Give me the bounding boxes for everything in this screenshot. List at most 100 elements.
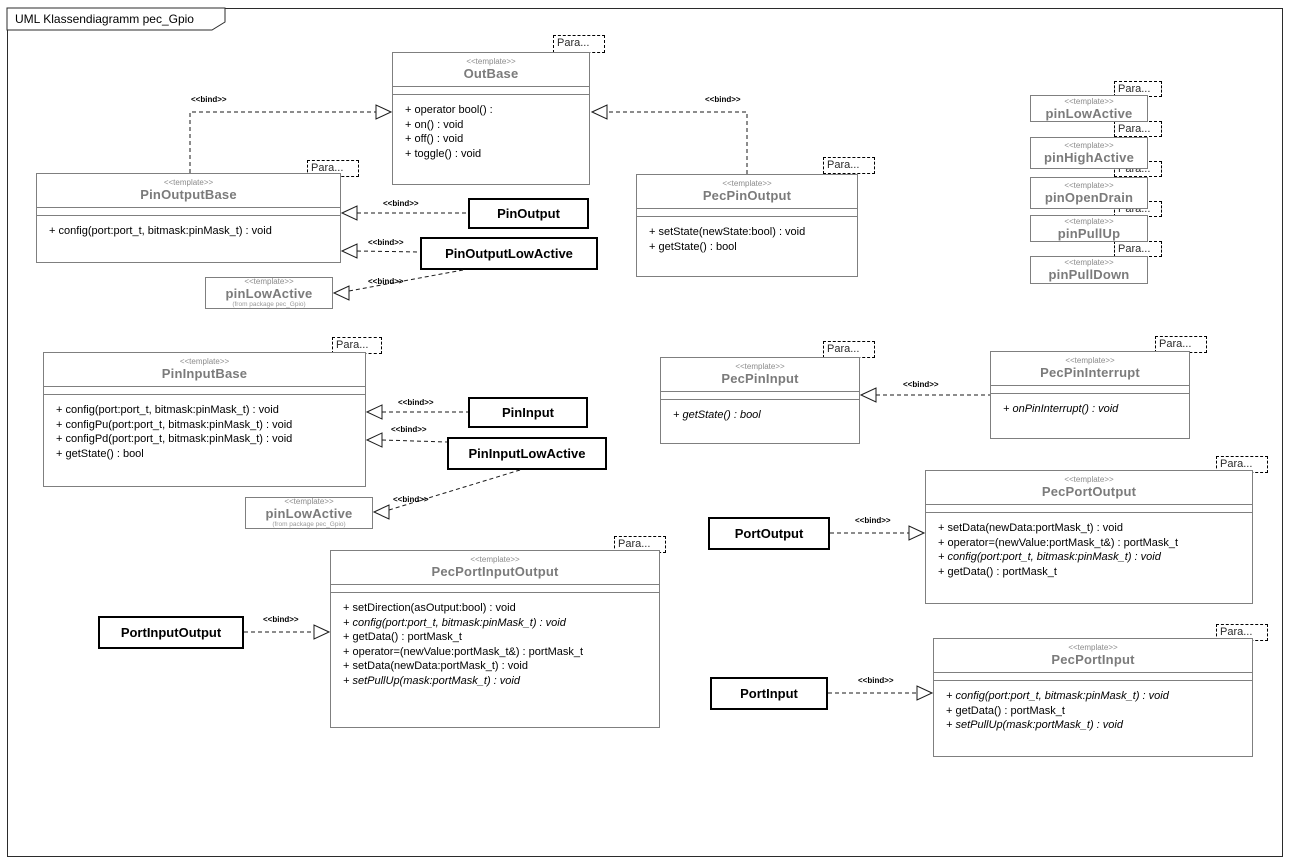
class-name: PinOutputLowActive	[445, 246, 573, 261]
class-pinhighactive[interactable]: <<template>> pinHighActive	[1030, 137, 1148, 169]
class-header: <<template>> PecPinInterrupt	[991, 352, 1189, 386]
class-pininputlowactive[interactable]: PinInputLowActive	[447, 437, 607, 470]
class-name: pinOpenDrain	[1044, 190, 1134, 205]
class-pinlowactive[interactable]: <<template>> pinLowActive	[1030, 95, 1148, 122]
method: + onPinInterrupt() : void	[1003, 403, 1119, 415]
class-name: pinLowActive	[265, 506, 353, 521]
attributes-compartment	[331, 585, 659, 593]
template-param-box[interactable]: Para...	[332, 337, 382, 354]
template-param-box[interactable]: Para...	[1114, 241, 1162, 257]
stereotype-label: <<template>>	[1064, 258, 1114, 267]
class-pecpinoutput[interactable]: <<template>> PecPinOutput + setState(new…	[636, 174, 858, 277]
class-pinlowactive-in[interactable]: <<template>> pinLowActive (from package …	[245, 497, 373, 529]
template-param-box[interactable]: Para...	[823, 341, 875, 358]
class-pinoutputbase[interactable]: <<template>> PinOutputBase + config(port…	[36, 173, 341, 263]
bind-label: <<bind>>	[368, 277, 404, 286]
methods-compartment: + setData(newData:portMask_t) : void + o…	[926, 513, 1252, 579]
template-param-box[interactable]: Para...	[553, 35, 605, 53]
bind-connector-pinoutputbase-outbase[interactable]	[189, 111, 376, 173]
method: + off() : void	[405, 133, 464, 145]
class-header: <<template>> OutBase	[393, 53, 589, 87]
template-param-box[interactable]: Para...	[823, 157, 875, 174]
class-pinoutputlowactive[interactable]: PinOutputLowActive	[420, 237, 598, 270]
class-pinlowactive-out[interactable]: <<template>> pinLowActive (from package …	[205, 277, 333, 309]
stereotype-label: <<template>>	[466, 57, 516, 66]
methods-compartment: + setState(newState:bool) : void + getSt…	[637, 217, 857, 254]
bind-connector-pecpinoutput-outbase[interactable]	[608, 111, 748, 174]
method: + getState() : bool	[649, 240, 737, 253]
class-pinoutput[interactable]: PinOutput	[468, 198, 589, 229]
method: + setPullUp(mask:portMask_t) : void	[343, 674, 520, 687]
bind-label: <<bind>>	[903, 380, 939, 389]
methods-compartment: + config(port:port_t, bitmask:pinMask_t)…	[37, 216, 340, 239]
method: + setState(newState:bool) : void	[649, 226, 806, 238]
bind-label: <<bind>>	[368, 238, 404, 247]
class-name: pinPullDown	[1048, 267, 1130, 282]
method: + getState() : bool	[673, 409, 761, 421]
stereotype-label: <<template>>	[244, 277, 294, 286]
method: + on() : void	[405, 118, 464, 131]
class-portoutput[interactable]: PortOutput	[708, 517, 830, 550]
class-outbase[interactable]: <<template>> OutBase + operator bool() :…	[392, 52, 590, 185]
method: + getState() : bool	[56, 447, 144, 460]
class-name: PinInputBase	[161, 366, 248, 381]
class-portinput[interactable]: PortInput	[710, 677, 828, 710]
method: + setData(newData:portMask_t) : void	[343, 660, 528, 672]
class-name: PecPinOutput	[702, 188, 792, 203]
class-name: PecPinInput	[721, 371, 799, 386]
class-pecpininterrupt[interactable]: <<template>> PecPinInterrupt + onPinInte…	[990, 351, 1190, 439]
stereotype-label: <<template>>	[1064, 216, 1114, 226]
method: + setPullUp(mask:portMask_t) : void	[946, 719, 1123, 731]
method: + operator bool() :	[405, 104, 493, 116]
attributes-compartment	[926, 505, 1252, 513]
class-pininputbase[interactable]: <<template>> PinInputBase + config(port:…	[43, 352, 366, 487]
bind-label: <<bind>>	[705, 95, 741, 104]
class-pecportoutput[interactable]: <<template>> PecPortOutput + setData(new…	[925, 470, 1253, 604]
attributes-compartment	[393, 87, 589, 95]
method: + setDirection(asOutput:bool) : void	[343, 602, 516, 614]
class-pecportinput[interactable]: <<template>> PecPortInput + config(port:…	[933, 638, 1253, 757]
class-pinopendrain[interactable]: <<template>> pinOpenDrain	[1030, 177, 1148, 209]
methods-compartment: + setDirection(asOutput:bool) : void + c…	[331, 593, 659, 688]
class-name: PecPortOutput	[1041, 484, 1137, 499]
template-param-box[interactable]: Para...	[1114, 121, 1162, 137]
stereotype-label: <<template>>	[163, 178, 214, 187]
stereotype-label: <<template>>	[1064, 475, 1114, 484]
class-name: PortOutput	[734, 526, 804, 541]
bind-label: <<bind>>	[858, 676, 894, 685]
package-label: (from package pec_Gpio)	[272, 521, 346, 528]
bind-connector-pinoutputlowactive-pinoutputbase[interactable]	[356, 250, 421, 253]
generalization-arrowhead	[340, 243, 358, 259]
generalization-arrowhead	[372, 504, 390, 520]
bind-label: <<bind>>	[398, 398, 434, 407]
class-portinputoutput[interactable]: PortInputOutput	[98, 616, 244, 649]
template-param-box[interactable]: Para...	[1216, 456, 1268, 473]
bind-label: <<bind>>	[391, 425, 427, 434]
method: + operator=(newValue:portMask_t&) : port…	[938, 536, 1179, 549]
class-name: PecPortInputOutput	[431, 564, 559, 579]
class-pinpullup[interactable]: <<template>> pinPullUp	[1030, 215, 1148, 242]
class-pecportinputoutput[interactable]: <<template>> PecPortInputOutput + setDir…	[330, 550, 660, 728]
class-name: PecPortInput	[1051, 652, 1135, 667]
method: + configPu(port:port_t, bitmask:pinMask_…	[56, 418, 293, 431]
frame-title-tab	[6, 7, 226, 31]
stereotype-label: <<template>>	[722, 179, 772, 188]
attributes-compartment	[637, 209, 857, 217]
generalization-arrowhead	[859, 387, 877, 403]
class-name: PortInput	[740, 686, 798, 701]
class-name: PinInputLowActive	[468, 446, 586, 461]
class-pinpulldown[interactable]: <<template>> pinPullDown	[1030, 256, 1148, 284]
bind-connector-pininputlowactive-pininputbase[interactable]	[381, 439, 448, 443]
diagram-frame	[7, 8, 1283, 857]
class-pecpininput[interactable]: <<template>> PecPinInput + getState() : …	[660, 357, 860, 444]
stereotype-label: <<template>>	[179, 357, 230, 366]
class-name: PecPinInterrupt	[1040, 365, 1140, 380]
class-pininput[interactable]: PinInput	[468, 397, 588, 428]
method: + getData() : portMask_t	[946, 704, 1065, 717]
stereotype-label: <<template>>	[1068, 643, 1118, 652]
bind-connector-pininputlowactive-pinlowactive[interactable]	[388, 469, 521, 511]
bind-connector-pinoutputlowactive-pinlowactive[interactable]	[348, 269, 464, 292]
class-name: pinPullUp	[1057, 225, 1121, 241]
stereotype-label: <<template>>	[1064, 96, 1114, 106]
generalization-arrowhead	[340, 205, 358, 221]
